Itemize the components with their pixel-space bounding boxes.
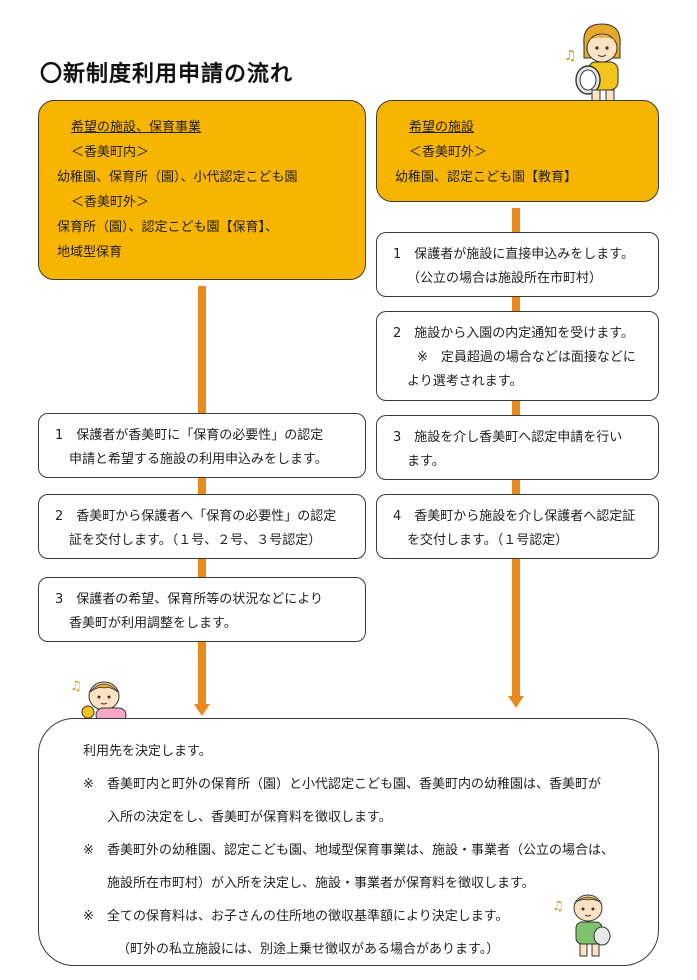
step-text: より選考されます。 — [407, 374, 523, 389]
right-arrow-head — [508, 696, 524, 708]
step-text: 2 施設から入園の内定通知を受けます。 — [393, 326, 634, 341]
page-title: 〇新制度利用申請の流れ — [40, 62, 294, 87]
music-note-icon: ♫ — [70, 679, 82, 694]
step-text: 香美町が利用調整をします。 — [69, 616, 237, 631]
final-note-2: ※香美町外の幼稚園、認定こども園、地域型保育事業は、施設・事業者（公立の場合は、 — [83, 843, 615, 858]
step-text: 1 保護者が施設に直接申込みをします。 — [393, 247, 634, 262]
final-heading: 利用先を決定します。 — [83, 744, 212, 759]
step-text: 4 香美町から施設を介し保護者へ認定証 — [393, 509, 636, 524]
final-note-1: ※香美町内と町外の保育所（園）と小代認定こども園、香美町内の幼稚園は、香美町が — [83, 777, 602, 792]
final-paren-note: （町外の私立施設には、別途上乗せ徴収がある場合があります。） — [117, 942, 500, 957]
left-facility-box: 希望の施設、保育事業 ＜香美町内＞ 幼稚園、保育所（園）、小代認定こども園 ＜香… — [38, 100, 366, 280]
step-text: 2 香美町から保護者へ「保育の必要性」の認定 — [55, 509, 337, 524]
child-instrument-illustration: ♫ — [552, 894, 611, 957]
step-text: 1 保護者が香美町に「保育の必要性」の認定 — [55, 428, 324, 443]
step-text: を交付します。（１号認定） — [407, 533, 569, 548]
right-box-line: 幼稚園、認定こども園【教育】 — [395, 170, 578, 185]
step-text: 申請と希望する施設の利用申込みをします。 — [69, 452, 328, 467]
right-box-heading: 希望の施設 — [409, 120, 475, 135]
right-box-line: ＜香美町外＞ — [409, 145, 488, 160]
left-box-line: 保育所（園）、認定こども園【保育】、 — [57, 220, 279, 235]
left-box-line: 幼稚園、保育所（園）、小代認定こども園 — [57, 170, 298, 185]
step-text: 3 保護者の希望、保育所等の状況などにより — [55, 592, 324, 607]
step-text: 証を交付します。（１号、２号、３号認定） — [69, 533, 322, 548]
step-text: ※ 定員超過の場合などは面接などに — [417, 350, 636, 365]
left-box-line: 地域型保育 — [57, 245, 123, 260]
left-step-2: 2 香美町から保護者へ「保育の必要性」の認定 証を交付します。（１号、２号、３号… — [38, 494, 366, 559]
left-box-line: ＜香美町内＞ — [71, 145, 150, 160]
final-decision-box: 利用先を決定します。 ※香美町内と町外の保育所（園）と小代認定こども園、香美町内… — [38, 718, 659, 966]
right-step-4: 4 香美町から施設を介し保護者へ認定証 を交付します。（１号認定） — [376, 494, 659, 559]
left-box-heading: 希望の施設、保育事業 — [71, 120, 202, 135]
right-step-1: 1 保護者が施設に直接申込みをします。 （公立の場合は施設所在市町村） — [376, 232, 659, 297]
music-note-icon: ♫ — [564, 48, 577, 64]
step-text: （公立の場合は施設所在市町村） — [407, 271, 603, 286]
right-step-2: 2 施設から入園の内定通知を受けます。 ※ 定員超過の場合などは面接などに より… — [376, 311, 659, 401]
left-box-line: ＜香美町外＞ — [71, 195, 150, 210]
right-facility-box: 希望の施設 ＜香美町外＞ 幼稚園、認定こども園【教育】 — [376, 100, 659, 202]
final-note-1-cont: 入所の決定をし、香美町が保育料を徴収します。 — [107, 810, 392, 825]
left-step-1: 1 保護者が香美町に「保育の必要性」の認定 申請と希望する施設の利用申込みをしま… — [38, 413, 366, 478]
girl-tambourine-illustration: ♫ — [564, 23, 621, 103]
final-note-2-cont: 施設所在市町村）が入所を決定し、施設・事業者が保育料を徴収します。 — [107, 876, 535, 891]
baby-maraca-illustration: ♫ — [70, 679, 127, 723]
music-note-icon: ♫ — [552, 899, 564, 914]
final-note-3: ※全ての保育料は、お子さんの住所地の徴収基準額により決定します。 — [83, 909, 509, 924]
left-arrow-head — [194, 704, 210, 716]
right-step-3: 3 施設を介し香美町へ認定申請を行い ます。 — [376, 415, 659, 480]
step-text: 3 施設を介し香美町へ認定申請を行い — [393, 430, 623, 445]
step-text: ます。 — [407, 454, 445, 469]
left-step-3: 3 保護者の希望、保育所等の状況などにより 香美町が利用調整をします。 — [38, 577, 366, 642]
